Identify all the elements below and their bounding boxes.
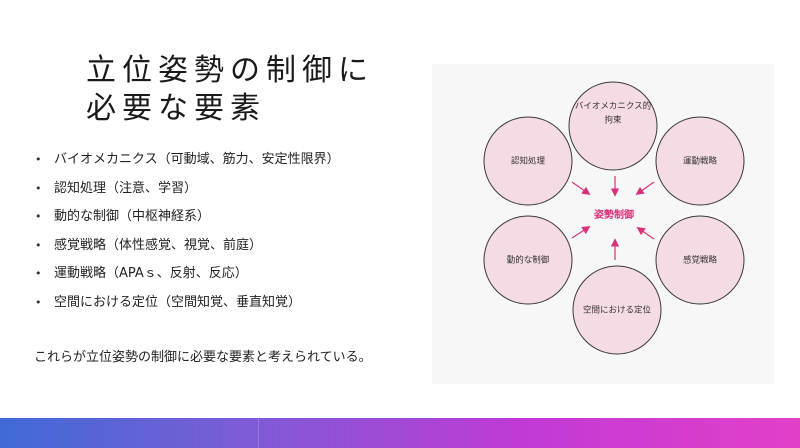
bullet-item-sensory-strategy: 感覚戦略（体性感覚、視覚、前庭） [34, 236, 340, 265]
arrow-from-sensory-strategy [636, 226, 655, 240]
slide-title: 立位姿勢の制御に 必要な要素 [86, 52, 374, 128]
node-orientation-circle [572, 265, 662, 355]
bullet-item-cognition: 認知処理（注意、学習） [34, 179, 340, 208]
bullet-item-biomechanics: バイオメカニクス（可動域、筋力、安定性限界） [34, 150, 340, 179]
footer-gradient-bar [0, 418, 800, 448]
diagram-svg: 姿勢制御 バイオメカニクス的 拘束 運動戦略 感覚戦略 空間における定位 動的な… [483, 81, 745, 355]
footer-divider [258, 418, 259, 448]
node-dynamic-control-circle [483, 215, 573, 305]
arrow-from-motor-strategy [635, 181, 655, 196]
node-dynamic-control-label: 動的な制御 [507, 255, 550, 266]
node-sensory-strategy-circle [655, 215, 745, 305]
node-cognition-circle [483, 116, 573, 206]
node-cognition-label: 認知処理 [511, 156, 546, 167]
node-biomechanics-circle [568, 81, 658, 171]
bullet-item-orientation: 空間における定位（空間知覚、垂直知覚） [34, 293, 340, 322]
node-motor-strategy-label: 運動戦略 [683, 156, 718, 167]
bullet-item-motor-strategy: 運動戦略（APAｓ、反射、反応） [34, 264, 340, 293]
arrow-from-cognition [571, 181, 591, 196]
postural-control-diagram: 姿勢制御 バイオメカニクス的 拘束 運動戦略 感覚戦略 空間における定位 動的な… [432, 64, 774, 384]
arrow-from-dynamic-control [571, 226, 591, 239]
node-sensory-strategy-label: 感覚戦略 [683, 255, 718, 266]
center-label: 姿勢制御 [594, 208, 634, 221]
slide-title-line-2: 必要な要素 [86, 91, 266, 126]
summary-text: これらが立位姿勢の制御に必要な要素と考えられている。 [34, 350, 372, 365]
node-biomechanics-label-1: バイオメカニクス的 [575, 101, 651, 112]
node-orientation-label: 空間における定位 [583, 305, 652, 316]
slide-title-line-1: 立位姿勢の制御に [86, 53, 374, 88]
node-biomechanics-label-2: 拘束 [604, 115, 622, 126]
node-motor-strategy-circle [655, 116, 745, 206]
bullet-item-dynamic-control: 動的な制御（中枢神経系） [34, 207, 340, 236]
bullet-list: バイオメカニクス（可動域、筋力、安定性限界） 認知処理（注意、学習） 動的な制御… [34, 150, 340, 322]
